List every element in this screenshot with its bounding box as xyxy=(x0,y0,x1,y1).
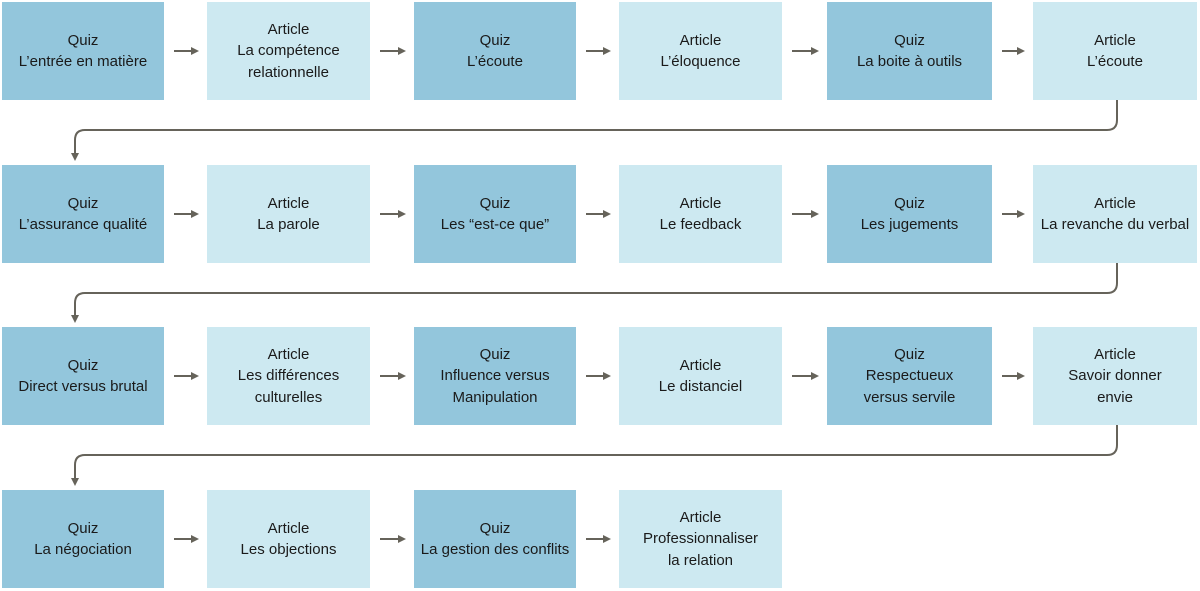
article-box-3-4: Article Le distanciel xyxy=(619,327,782,425)
article-box-2-4: Article Le feedback xyxy=(619,165,782,263)
quiz-box-4-1: Quiz La négociation xyxy=(2,490,164,588)
box-title-line: versus servile xyxy=(863,388,956,406)
box-type-label: Quiz xyxy=(479,31,511,49)
box-title-line: Les différences xyxy=(237,367,340,385)
row-wrap-connector-1 xyxy=(71,100,1118,161)
quiz-box-4-3: Quiz La gestion des conflits xyxy=(414,490,576,588)
box-type-label: Quiz xyxy=(479,194,511,212)
box-title-line: La boite à outils xyxy=(856,53,963,70)
box-title-line: envie xyxy=(1097,388,1133,406)
box-title-line: la relation xyxy=(667,551,734,569)
quiz-box-1-5: Quiz La boite à outils xyxy=(827,2,992,100)
article-box-2-6: Article La revanche du verbal xyxy=(1033,165,1197,263)
box-type-label: Quiz xyxy=(894,345,925,363)
box-type-label: Article xyxy=(267,519,310,537)
box-title-line: La gestion des conflits xyxy=(420,541,570,558)
box-title-line: La négociation xyxy=(34,541,132,558)
box-type-label: Quiz xyxy=(479,345,511,363)
box-title-line: La revanche du verbal xyxy=(1040,216,1190,233)
article-box-2-2: Article La parole xyxy=(207,165,370,263)
box-title-line: La parole xyxy=(257,216,320,233)
row-wrap-connector-3 xyxy=(71,425,1118,486)
box-title-line: Le feedback xyxy=(659,216,742,233)
box-type-label: Article xyxy=(1094,345,1136,363)
box-title-line: Savoir donner xyxy=(1068,367,1162,385)
box-title-line: L’entrée en matière xyxy=(18,53,148,70)
box-title-line: Professionnaliser xyxy=(642,530,759,548)
box-type-label: Article xyxy=(1094,194,1136,212)
article-box-1-2: Article La compétence relationnelle xyxy=(207,2,370,100)
box-type-label: Article xyxy=(267,20,310,38)
box-type-label: Quiz xyxy=(67,31,99,49)
box-title-line: L’assurance qualité xyxy=(18,216,148,233)
box-type-label: Quiz xyxy=(479,519,511,537)
box-title-line: L’écoute xyxy=(467,53,523,70)
row-wrap-connector-2 xyxy=(71,263,1118,323)
box-type-label: Article xyxy=(1094,31,1136,49)
box-type-label: Quiz xyxy=(67,194,99,212)
box-title-line: Manipulation xyxy=(452,388,538,406)
box-title-line: L’éloquence xyxy=(660,53,741,70)
box-title-line: Direct versus brutal xyxy=(18,378,148,395)
box-title-line: La compétence xyxy=(237,42,340,60)
box-title-line: Respectueux xyxy=(865,367,954,385)
box-type-label: Article xyxy=(267,345,310,363)
box-type-label: Article xyxy=(679,508,722,526)
box-type-label: Article xyxy=(679,356,722,374)
box-title-line: Les jugements xyxy=(860,216,959,233)
box-title-line: Les objections xyxy=(240,541,337,558)
box-type-label: Article xyxy=(679,194,722,212)
box-type-label: Article xyxy=(679,31,722,49)
box-title-line: Influence versus xyxy=(440,367,550,385)
box-title-line: L’écoute xyxy=(1087,53,1143,70)
box-type-label: Article xyxy=(267,194,310,212)
box-type-label: Quiz xyxy=(67,519,99,537)
box-title-line: Les “est-ce que” xyxy=(440,216,550,233)
box-title-line: culturelles xyxy=(254,388,323,406)
box-type-label: Quiz xyxy=(67,356,99,374)
box-title-line: Le distanciel xyxy=(658,378,743,395)
box-type-label: Quiz xyxy=(894,31,925,49)
box-type-label: Quiz xyxy=(894,194,925,212)
box-title-line: relationnelle xyxy=(248,63,329,81)
